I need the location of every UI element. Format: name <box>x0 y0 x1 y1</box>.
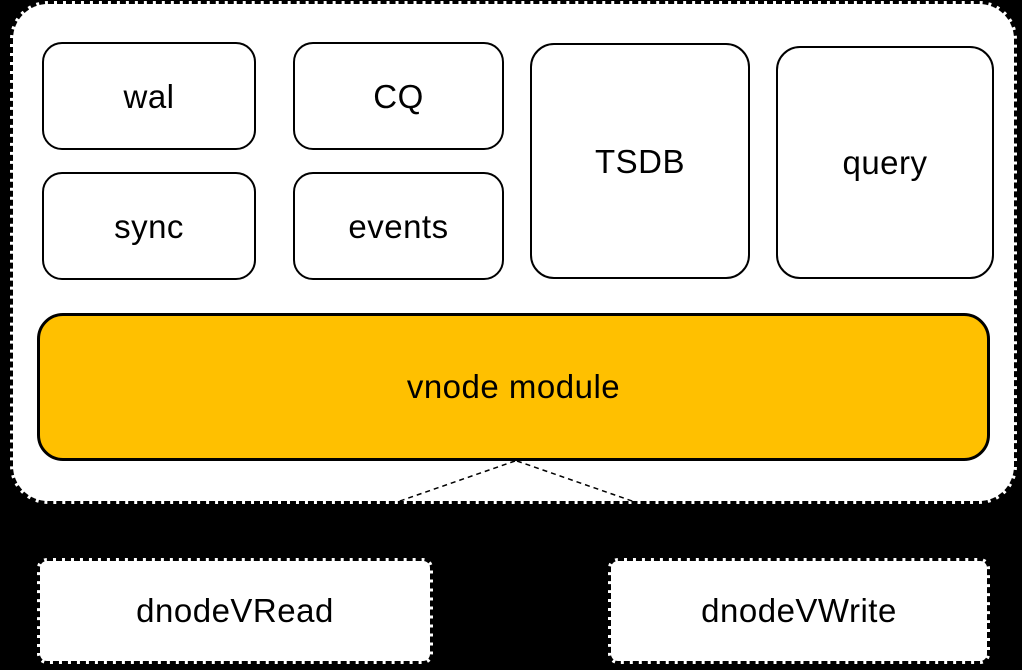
vnode-module: vnode module <box>37 313 990 461</box>
vnode-module-label: vnode module <box>406 368 621 405</box>
module-query: query <box>776 46 994 279</box>
module-events-label: events <box>348 207 449 245</box>
dnode-vread-label: dnodeVRead <box>136 592 334 629</box>
dnode-vwrite-label: dnodeVWrite <box>701 592 897 629</box>
module-sync: sync <box>42 172 256 280</box>
module-wal: wal <box>42 42 256 150</box>
module-tsdb: TSDB <box>530 43 750 279</box>
module-sync-label: sync <box>114 207 184 245</box>
module-cq-label: CQ <box>373 77 424 115</box>
module-cq: CQ <box>293 42 504 150</box>
node-dnode-vread: dnodeVRead <box>37 558 433 664</box>
module-wal-label: wal <box>123 77 175 115</box>
module-events: events <box>293 172 504 280</box>
module-tsdb-label: TSDB <box>594 142 685 180</box>
node-dnode-vwrite: dnodeVWrite <box>608 558 990 664</box>
module-query-label: query <box>842 144 928 181</box>
